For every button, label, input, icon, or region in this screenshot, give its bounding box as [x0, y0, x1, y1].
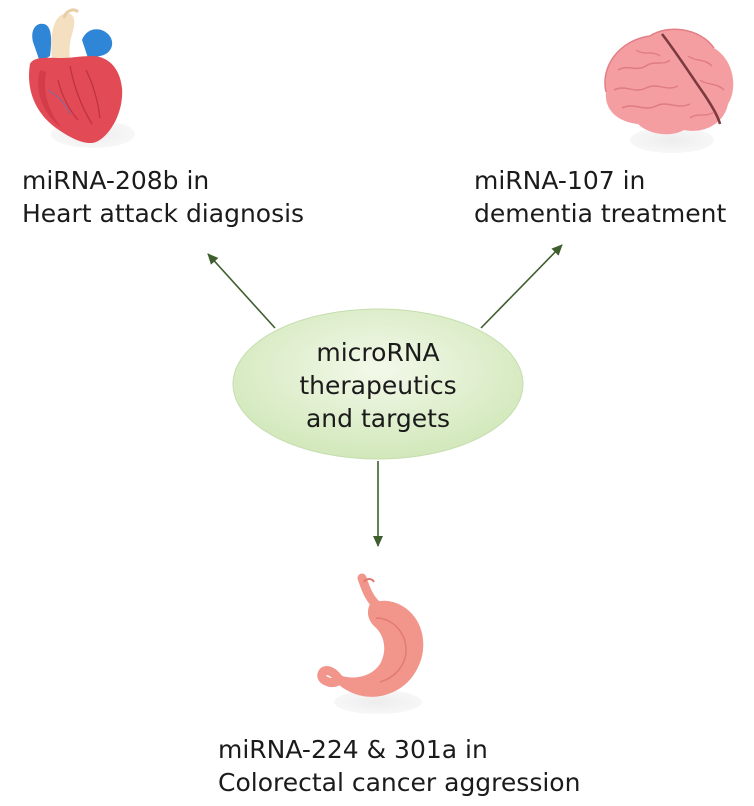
- center-label-line: microRNA: [316, 338, 440, 367]
- center-label-line: therapeutics: [299, 371, 457, 400]
- label-line: Colorectal cancer aggression: [218, 768, 581, 797]
- arrow-to-brain: [480, 244, 563, 329]
- stomach-icon: [317, 573, 424, 714]
- arrow-to-heart: [207, 253, 276, 329]
- heart-icon: [29, 8, 135, 148]
- center-label: microRNA therapeutics and targets: [236, 336, 520, 435]
- stomach-target-label: miRNA-224 & 301a in Colorectal cancer ag…: [218, 733, 580, 799]
- center-label-line: and targets: [305, 404, 451, 433]
- label-line: Heart attack diagnosis: [22, 199, 305, 228]
- label-line: dementia treatment: [474, 199, 727, 228]
- label-line: miRNA-208b in: [22, 166, 210, 195]
- brain-target-label: miRNA-107 in dementia treatment: [474, 164, 726, 230]
- center-ellipse: [232, 308, 524, 460]
- label-line: miRNA-107 in: [474, 166, 646, 195]
- brain-icon: [604, 28, 734, 153]
- heart-target-label: miRNA-208b in Heart attack diagnosis: [22, 164, 304, 230]
- label-line: miRNA-224 & 301a in: [218, 735, 488, 764]
